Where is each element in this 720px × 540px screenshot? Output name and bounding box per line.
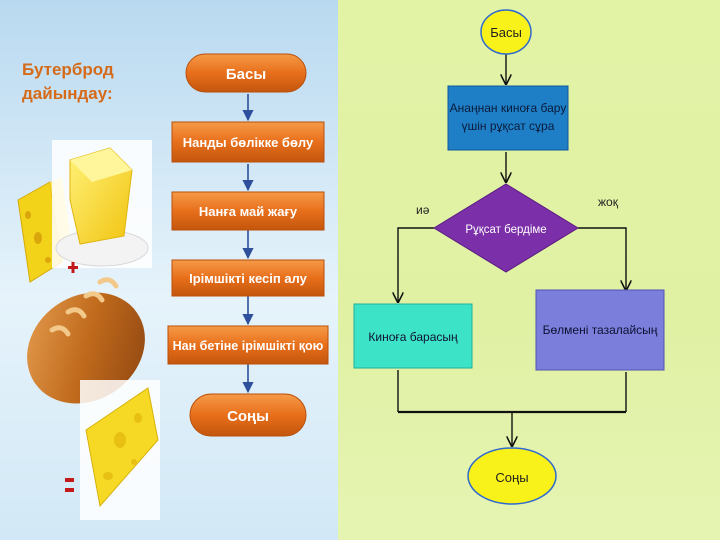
- step-spread-butter-label: Нанға май жағу: [199, 204, 298, 219]
- permission-decision: Рұқсат бердіме: [433, 183, 579, 273]
- step-end-label: Соңы: [227, 408, 269, 425]
- step-cut-cheese-label: Ірімшікті кесіп алу: [189, 271, 308, 286]
- cheese-slice-icon: [80, 380, 160, 520]
- clean-room-label: Бөлмені тазалайсың: [543, 323, 658, 337]
- step-start: Басы: [185, 53, 307, 93]
- cinema-start: Басы: [480, 9, 532, 55]
- permission-decision-label: Рұқсат бердіме: [465, 224, 546, 236]
- ask-permission-label: Анаңнан киноға бару үшін рұқсат сұра: [450, 101, 567, 133]
- sandwich-title: Бутерброд дайындау:: [22, 60, 114, 103]
- sandwich-illustration-and-flow: Басы Нанды бөлікке бөлу Нанға май жағу І…: [17, 53, 329, 520]
- yes-label: иә: [416, 203, 430, 217]
- ask-permission-box: Анаңнан киноға бару үшін рұқсат сұра: [447, 85, 569, 151]
- step-place-cheese: Нан бетіне ірімшікті қою: [167, 325, 329, 365]
- step-slice-bread-label: Нанды бөлікке бөлу: [183, 135, 314, 150]
- cinema-flow-connectors: [398, 54, 626, 446]
- bread-loaf-icon: [27, 277, 145, 404]
- butter-plate-icon: [52, 140, 152, 268]
- clean-room-box: Бөлмені тазалайсың: [535, 289, 665, 371]
- go-to-cinema-label: Киноға барасың: [368, 330, 458, 344]
- step-start-label: Басы: [226, 66, 266, 83]
- no-label: жоқ: [598, 195, 619, 209]
- ask-permission-line: үшін рұқсат сұра: [462, 119, 555, 133]
- cinema-end: Соңы: [467, 447, 557, 505]
- ask-permission-line: Анаңнан киноға бару: [450, 101, 567, 115]
- step-place-cheese-label: Нан бетіне ірімшікті қою: [173, 339, 324, 353]
- cinema-flowchart: Басы Анаңнан киноға бару үшін рұқсат сұра…: [353, 9, 665, 505]
- cinema-flowchart-panel: Басы Анаңнан киноға бару үшін рұқсат сұра…: [338, 0, 720, 540]
- step-slice-bread: Нанды бөлікке бөлу: [171, 121, 325, 163]
- step-cut-cheese: Ірімшікті кесіп алу: [171, 259, 325, 297]
- cinema-start-label: Басы: [490, 25, 522, 40]
- step-spread-butter: Нанға май жағу: [171, 191, 325, 231]
- plus-icon: [68, 262, 78, 273]
- cinema-end-label: Соңы: [495, 470, 528, 485]
- sandwich-flowchart-panel: Бутерброд дайындау:: [0, 0, 338, 540]
- equals-icon: [65, 478, 74, 492]
- step-end: Соңы: [189, 393, 307, 437]
- go-to-cinema-box: Киноға барасың: [353, 303, 473, 369]
